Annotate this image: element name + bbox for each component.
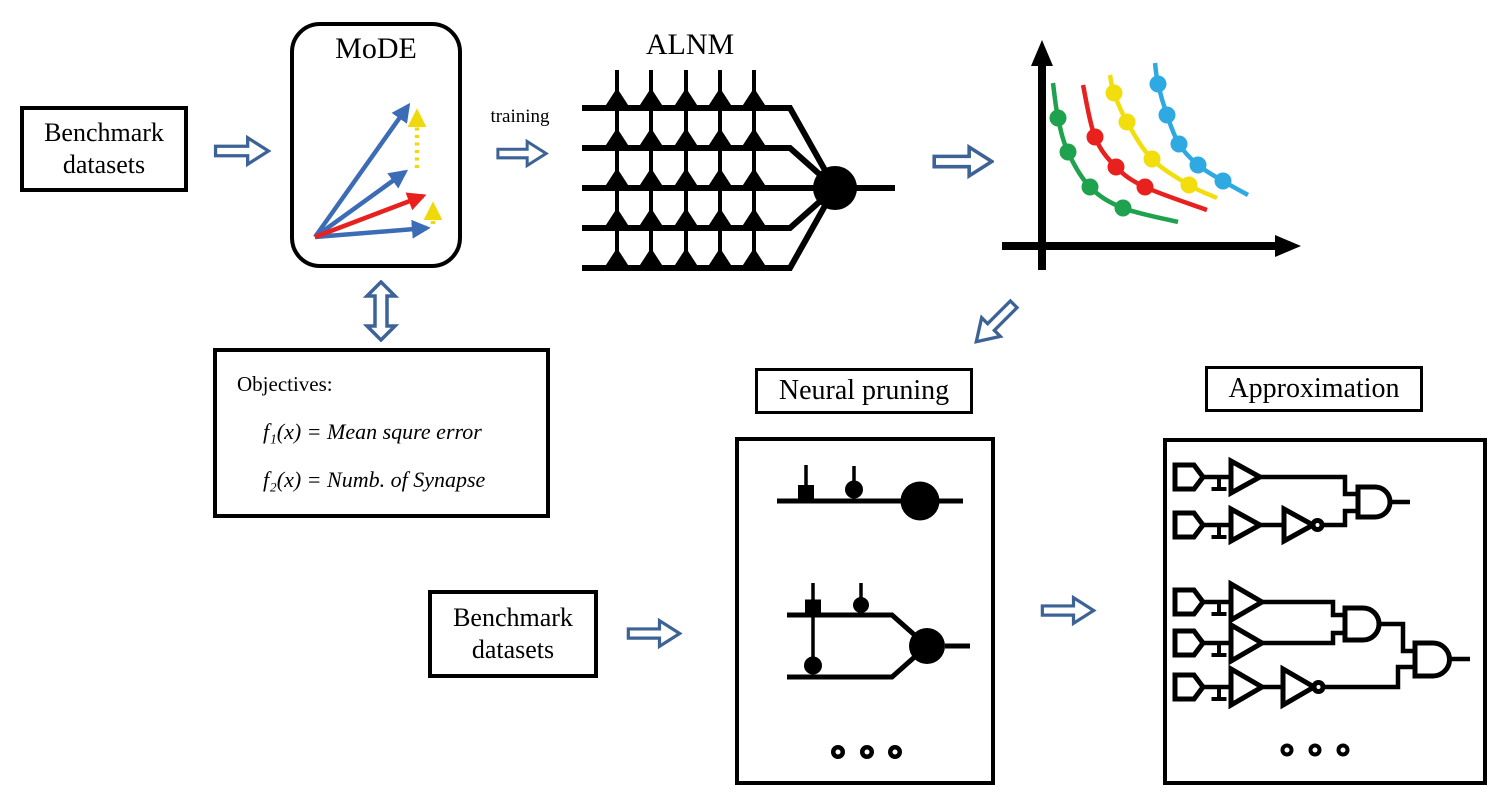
buffer-gate-icon <box>1228 664 1267 710</box>
pareto-front-chart <box>1002 40 1301 270</box>
synapse-circle-3 <box>804 656 822 675</box>
alnm-soma <box>813 166 857 210</box>
pareto-front-4 <box>1149 62 1250 197</box>
alnm-network-svg <box>582 70 895 271</box>
synapse-circle-1 <box>845 480 863 499</box>
approximation-label-box: Approximation <box>1205 366 1423 412</box>
objectives-heading: Objectives: <box>237 372 333 396</box>
mode-vectors-svg <box>313 102 443 240</box>
objective-equation-2: f₂(x) = Numb. of Synapse <box>263 467 486 492</box>
ellipsis-dots <box>1280 743 1350 757</box>
mode-box <box>290 22 462 268</box>
circuit-wires-bottom <box>1203 599 1470 701</box>
and-gate-icon <box>1342 605 1382 643</box>
input-pin-icon <box>1172 672 1207 702</box>
logic-circuit-svg <box>1172 456 1470 757</box>
objectives-box: Objectives: f₁(x) = Mean squre error f₂(… <box>213 348 550 518</box>
neural-pruning-label-box: Neural pruning <box>755 368 973 414</box>
mutation-vectors <box>313 102 443 240</box>
pareto-front-1 <box>1049 82 1179 225</box>
flow-arrow-training-icon <box>496 138 549 169</box>
input-pin-icon <box>1172 462 1207 492</box>
double-arrow-icon <box>362 280 400 342</box>
not-gate-icon <box>1280 664 1319 710</box>
synapse-square-2 <box>805 599 821 613</box>
soma-2 <box>909 628 945 664</box>
not-bubble-icon <box>1310 518 1325 532</box>
benchmark-datasets-box-1: Benchmark datasets <box>20 106 188 192</box>
flow-arrow-1-icon <box>213 134 272 168</box>
pareto-front-3 <box>1105 74 1218 201</box>
alnm-title: ALNM <box>645 28 735 61</box>
buffer-gate-icon <box>1228 456 1266 498</box>
ellipsis-dots <box>831 745 902 759</box>
not-bubble-icon <box>1311 680 1326 694</box>
training-label: training <box>490 106 550 127</box>
soma-1 <box>900 481 940 521</box>
objective-equation-1: f₁(x) = Mean squre error <box>263 419 482 444</box>
circuit-gates-top <box>1172 456 1393 546</box>
input-pin-icon <box>1172 587 1207 617</box>
alnm-synapse-triangles <box>604 88 767 268</box>
pareto-front-2 <box>1080 84 1208 213</box>
benchmark-datasets-box-2: Benchmark datasets <box>428 590 598 678</box>
buffer-gate-icon <box>1228 620 1267 666</box>
input-pin-icon <box>1172 628 1207 658</box>
synapse-circle-2 <box>853 597 869 613</box>
synapse-square-1 <box>798 485 814 499</box>
not-gate-icon <box>1281 504 1319 546</box>
flow-arrow-3-icon <box>932 143 994 180</box>
and-gate-icon <box>1355 484 1393 520</box>
input-pin-icon <box>1172 510 1207 540</box>
alnm-dendrites <box>582 70 895 271</box>
mode-title: MoDE <box>335 32 417 65</box>
buffer-gate-icon <box>1228 504 1266 546</box>
flow-arrow-4-icon <box>626 617 683 650</box>
flow-arrow-5-icon <box>1040 594 1097 627</box>
circuit-gates-bottom <box>1172 579 1452 710</box>
and-gate-icon <box>1412 640 1452 679</box>
pruned-neurons-svg <box>777 465 970 759</box>
buffer-gate-icon <box>1228 579 1267 625</box>
circuit-wires-top <box>1203 474 1410 539</box>
chart-axes <box>1002 40 1301 270</box>
flow-arrow-diagonal-icon <box>962 290 1028 356</box>
